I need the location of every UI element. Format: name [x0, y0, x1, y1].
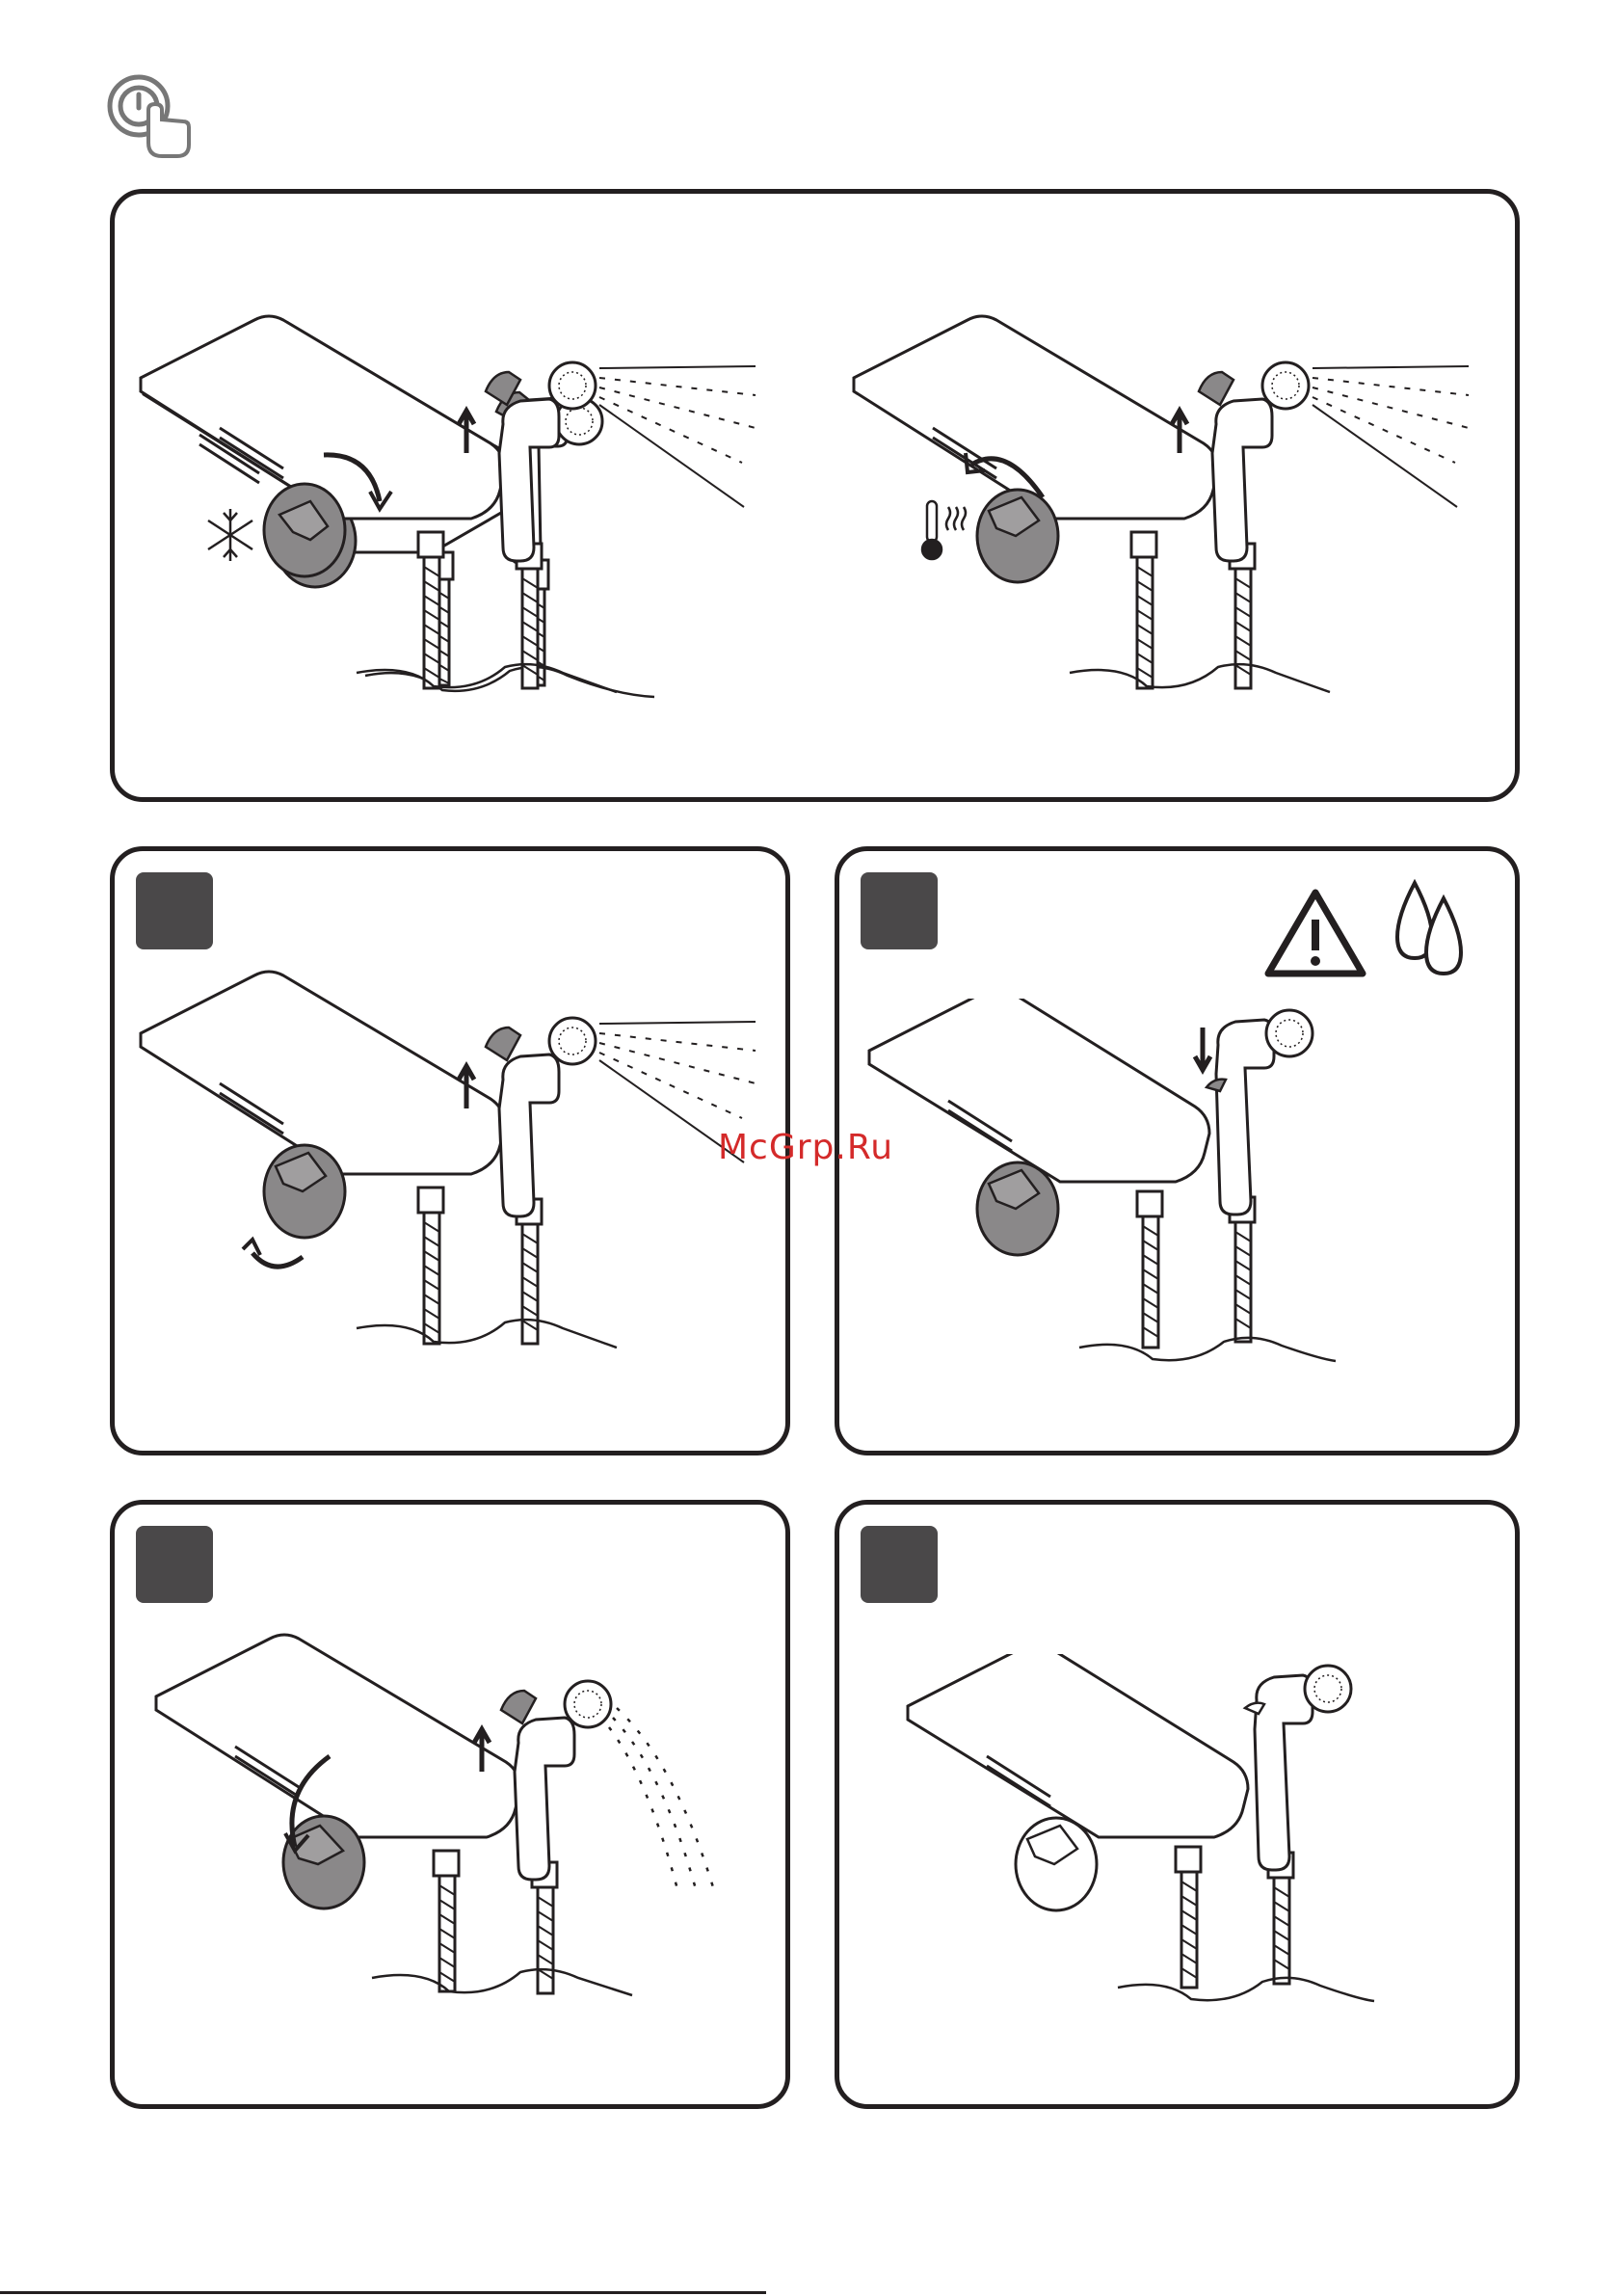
step-badge — [861, 872, 938, 949]
touch-power-icon — [106, 66, 193, 166]
warning-icon — [1262, 885, 1368, 985]
step-badge — [136, 872, 213, 949]
step-badge — [861, 1526, 938, 1603]
footer-rule — [0, 2291, 766, 2294]
step-badge — [136, 1526, 213, 1603]
thermometer-icon — [922, 501, 966, 559]
intro-illustration-right — [852, 308, 1488, 698]
step-c-illustration — [154, 1627, 752, 2016]
step-b-illustration — [867, 999, 1368, 1388]
step-a-illustration — [139, 964, 775, 1363]
snowflake-icon — [208, 509, 252, 561]
watermark: McGrp.Ru — [718, 1128, 893, 1167]
step-d-illustration — [906, 1654, 1407, 2043]
intro-illustration-left — [139, 308, 775, 698]
water-drops-icon — [1388, 877, 1474, 987]
